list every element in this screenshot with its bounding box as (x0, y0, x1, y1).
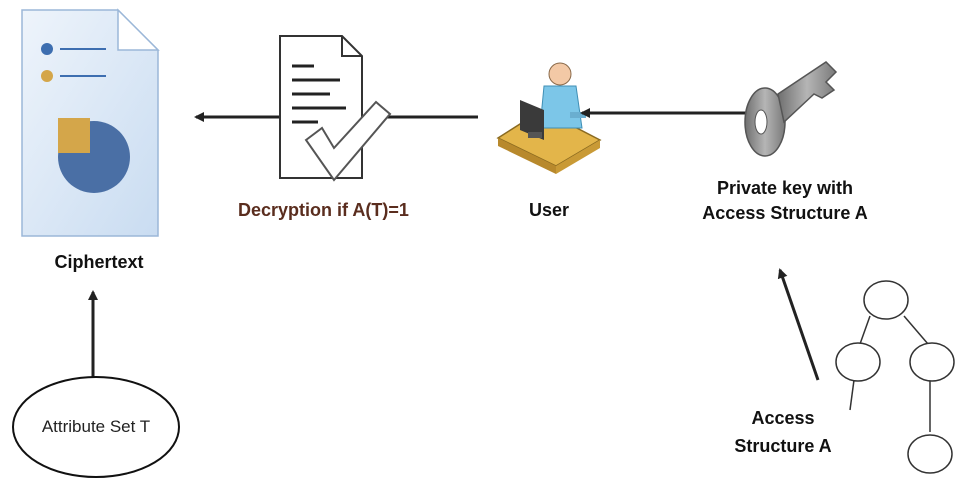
attribute-set-ellipse (12, 376, 180, 478)
decryption-label: Decryption if A(T)=1 (238, 200, 409, 220)
access-structure-label-line1: Access (751, 408, 815, 428)
document-chart-icon (21, 8, 160, 237)
attribute-set-label: Attribute Set T (41, 417, 151, 436)
access-structure-label: Access Structure A (718, 404, 848, 460)
access-structure-label-line2: Structure A (734, 436, 832, 456)
user-at-desk-icon (496, 62, 602, 174)
private-key-label: Private key with Access Structure A (690, 176, 880, 226)
tree-icon (835, 280, 955, 474)
checked-document-icon (279, 35, 392, 182)
key-icon (744, 61, 838, 157)
arrow-to-private-key (777, 268, 820, 381)
private-key-label-line2: Access Structure A (702, 203, 868, 223)
private-key-label-line1: Private key with (716, 178, 854, 198)
ciphertext-label: Ciphertext (54, 252, 144, 272)
user-label: User (528, 200, 570, 220)
